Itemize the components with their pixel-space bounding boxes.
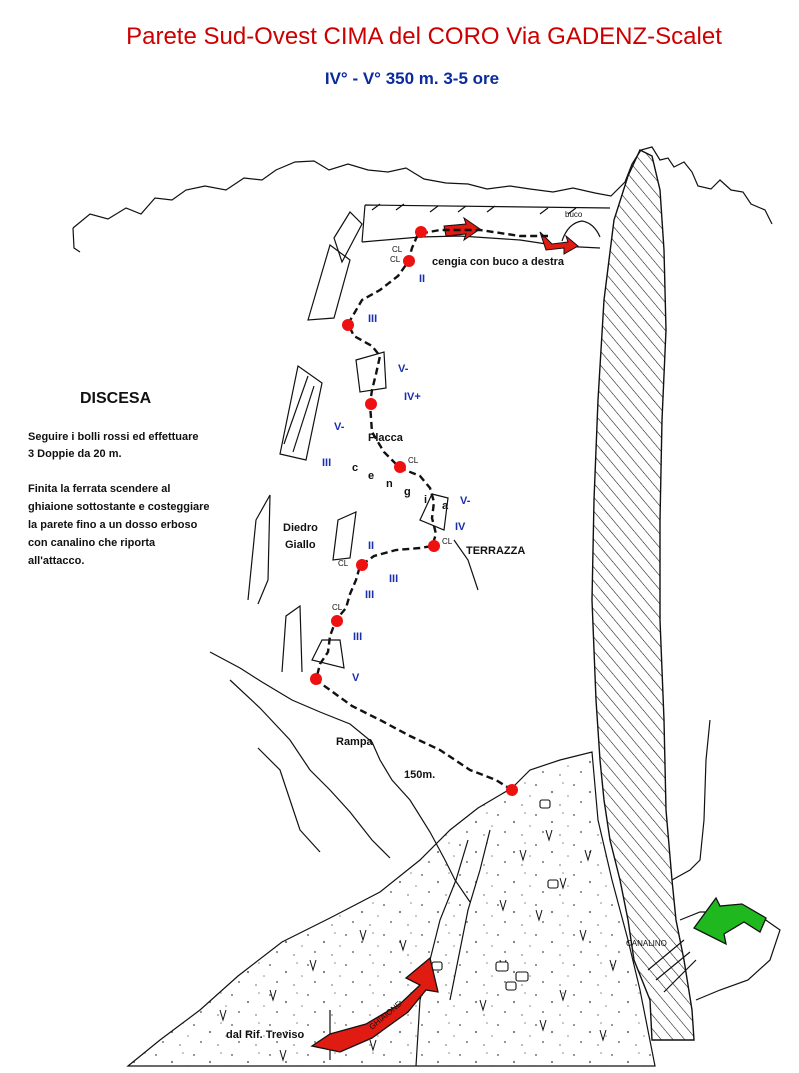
diedro-shape — [332, 511, 357, 561]
svg-text:a: a — [442, 500, 449, 512]
left-slab — [279, 364, 323, 461]
cengia-arrow-1 — [443, 216, 481, 242]
tower-shadow-pillar — [591, 149, 695, 1041]
svg-text:la parete fino a un dosso erbo: la parete fino a un dosso erboso — [28, 519, 198, 531]
belay-station — [310, 673, 322, 685]
grade-label: II — [419, 273, 425, 285]
diedro-giallo-edge — [247, 494, 271, 605]
belay-station — [331, 615, 343, 627]
terrazza-label: TERRAZZA — [466, 545, 525, 557]
svg-text:con canalino che riporta: con canalino che riporta — [28, 537, 156, 549]
cl-marker: CL — [332, 603, 343, 612]
cl-marker: CL — [338, 559, 349, 568]
svg-text:3 Doppie da 20 m.: 3 Doppie da 20 m. — [28, 448, 122, 460]
belay-station — [428, 540, 440, 552]
cl-marker: CL — [390, 255, 401, 264]
svg-text:i: i — [424, 494, 427, 506]
subtitle: IV° - V° 350 m. 3-5 ore — [325, 69, 499, 88]
grade-label: III — [322, 457, 331, 469]
belay-stations — [310, 226, 518, 796]
grade-label: III — [353, 631, 362, 643]
skyline-ridge — [72, 146, 773, 229]
giallo-label: Giallo — [285, 539, 316, 551]
grade-label: II — [368, 540, 374, 552]
placca-block — [355, 351, 387, 393]
cl-marker: CL — [392, 245, 403, 254]
foot-ridge — [229, 679, 391, 859]
grade-label: V- — [398, 363, 409, 375]
svg-text:ghiaione sottostante e costegg: ghiaione sottostante e costeggiare — [28, 501, 210, 513]
rampa-length: 150m. — [404, 769, 435, 781]
cengia-label: cengia con buco a destra — [432, 256, 565, 268]
cl-marker: CL — [408, 456, 419, 465]
buco-hole — [561, 220, 601, 242]
title: Parete Sud-Ovest CIMA del CORO Via GADEN… — [126, 23, 722, 50]
belay-station — [365, 398, 377, 410]
terrazza-block — [419, 493, 479, 591]
svg-text:Seguire i bolli rossi ed effet: Seguire i bolli rossi ed effettuare — [28, 431, 199, 443]
grade-label: V- — [334, 421, 345, 433]
belay-station — [415, 226, 427, 238]
canalino-gully — [647, 939, 697, 993]
scree-gully — [415, 829, 491, 1067]
belay-station — [356, 559, 368, 571]
belay-station — [506, 784, 518, 796]
belay-station — [394, 461, 406, 473]
upper-pillar — [307, 244, 351, 321]
grade-label: IV — [455, 521, 466, 533]
svg-text:c: c — [352, 462, 358, 474]
placca-label: Placca — [368, 432, 404, 444]
grade-label: III — [368, 313, 377, 325]
belay-station — [403, 255, 415, 267]
rifugio-label: dal Rif. Treviso — [226, 1029, 305, 1041]
red-arrow-icon — [310, 956, 439, 1053]
belay-station — [342, 319, 354, 331]
canalino-label: CANALINO — [626, 939, 667, 948]
upper-slab — [333, 211, 363, 264]
diedro-label: Diedro — [283, 522, 318, 534]
descent-text: Seguire i bolli rossi ed effettuare 3 Do… — [28, 431, 210, 567]
cengia-vertical-label: c e n g i a — [352, 462, 449, 512]
grade-label: V- — [460, 495, 471, 507]
svg-text:g: g — [404, 486, 411, 498]
cengia-arrow-2 — [539, 231, 579, 255]
descent-title: DISCESA — [80, 390, 152, 407]
route-line — [314, 228, 548, 792]
grade-label: III — [389, 573, 398, 585]
svg-text:Finita la ferrata scendere al: Finita la ferrata scendere al — [28, 483, 170, 495]
cl-marker: CL — [442, 537, 453, 546]
skyline-edge — [72, 227, 81, 253]
svg-text:e: e — [368, 470, 374, 482]
buco-label: buco — [565, 210, 583, 219]
rampa-label: Rampa — [336, 736, 374, 748]
left-slab-hatch — [283, 375, 315, 453]
ledge-hatching — [371, 203, 577, 215]
svg-text:all'attacco.: all'attacco. — [28, 555, 84, 567]
grade-label: III — [365, 589, 374, 601]
lower-crag — [281, 604, 345, 673]
tower-right-edge — [671, 719, 711, 881]
green-arrow-icon — [693, 896, 767, 946]
ghiaione-scree — [126, 751, 656, 1067]
grade-label: V — [352, 672, 360, 684]
grade-label: IV+ — [404, 391, 421, 403]
svg-text:n: n — [386, 478, 393, 490]
